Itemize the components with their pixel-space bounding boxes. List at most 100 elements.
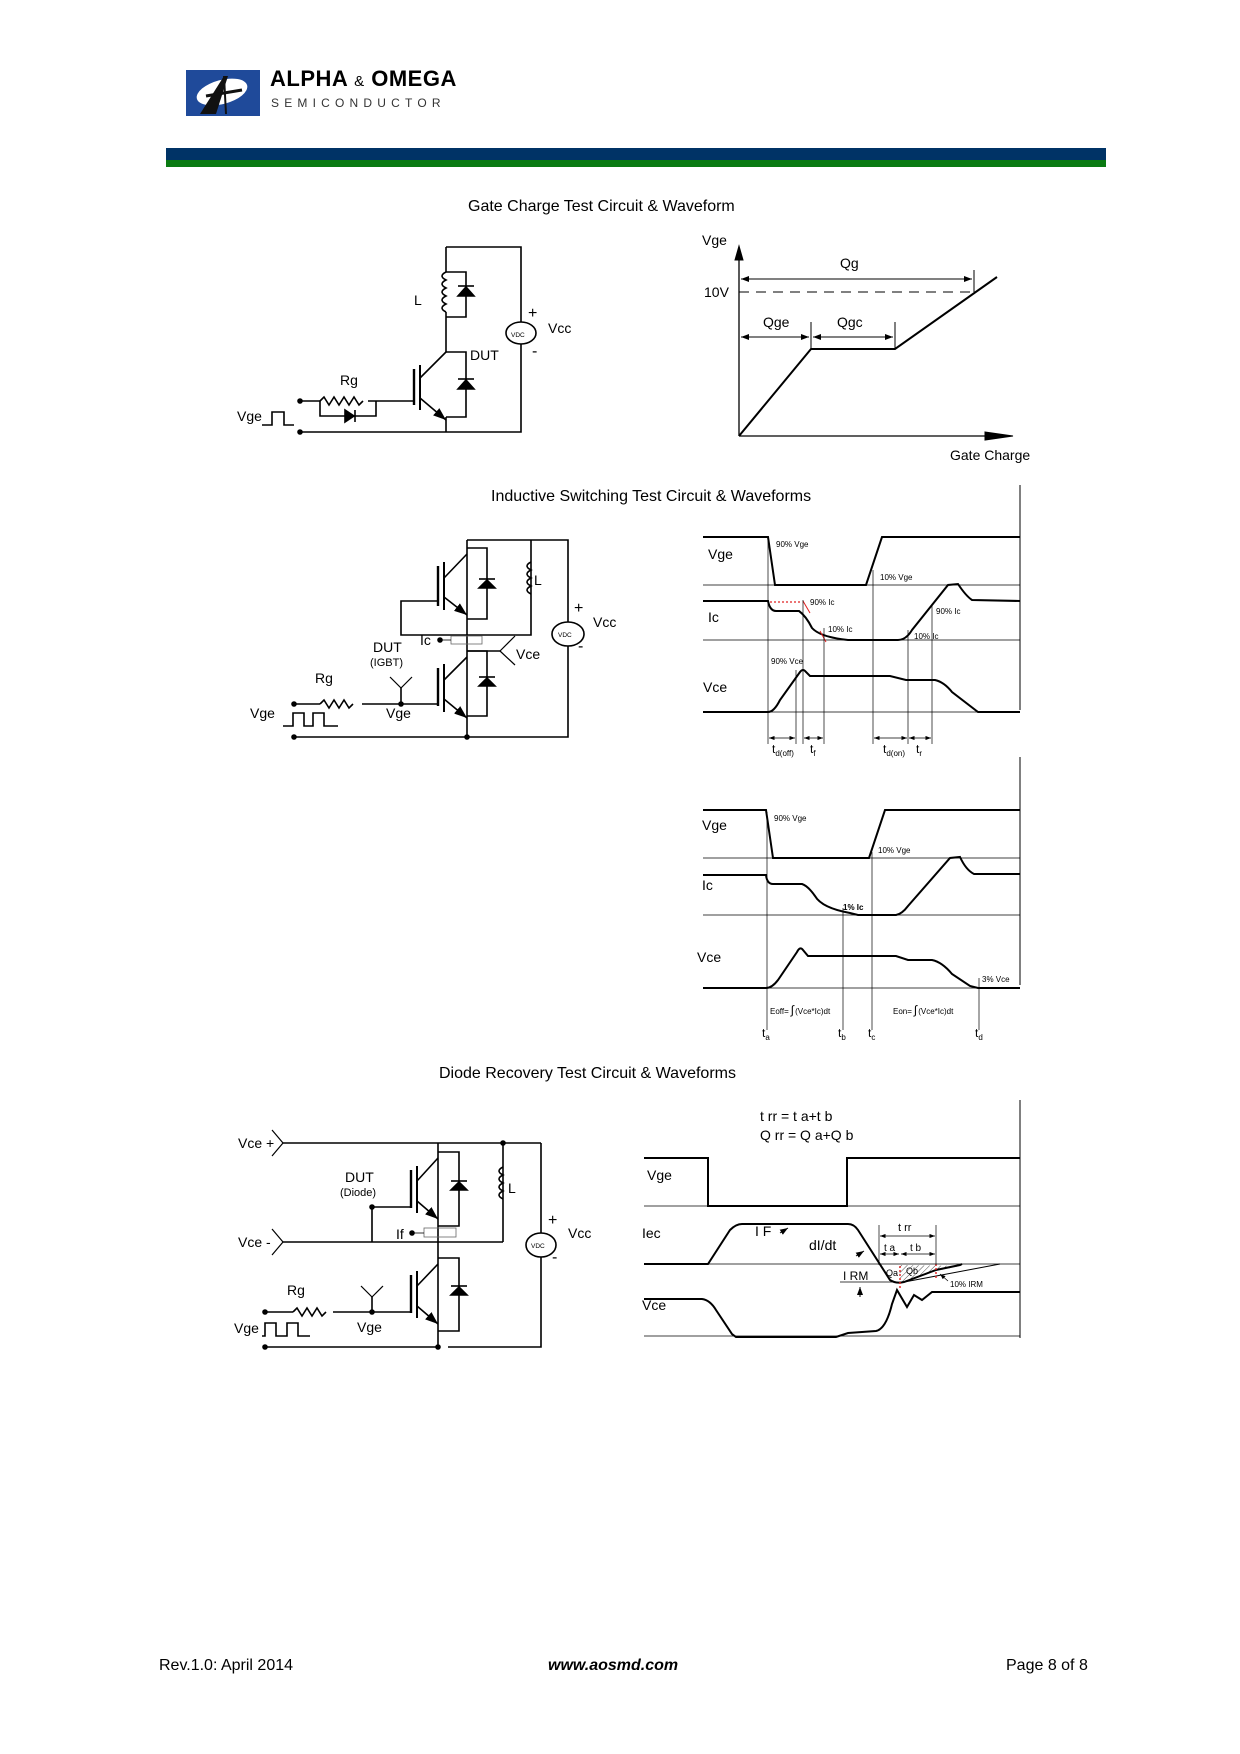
vce-minus-terminal — [271, 1228, 284, 1256]
qgc-label: Qgc — [837, 314, 863, 330]
dut-type-label: (Diode) — [340, 1187, 376, 1199]
vdc-source-icon — [505, 321, 537, 345]
vce-trace — [703, 669, 1020, 713]
plus-label: + — [548, 1212, 557, 1229]
inductor-symbol — [498, 1166, 505, 1200]
ann-3-vce: 3% Vce — [982, 975, 1010, 984]
vdc-label: VDC — [558, 632, 572, 639]
vge-source-label: Vge — [250, 705, 275, 721]
tb-label: tb — [838, 1026, 846, 1042]
td-on-label: td(on) — [883, 742, 905, 758]
rg-label: Rg — [340, 372, 358, 388]
minus-label: - — [532, 343, 537, 360]
ann-90-vge: 90% Vge — [774, 814, 807, 823]
irm-label: I RM — [843, 1269, 868, 1283]
ann-10-vge: 10% Vge — [878, 846, 911, 855]
y-axis-arrow-icon — [734, 244, 744, 261]
vcc-label: Vcc — [568, 1225, 591, 1241]
row-label-vge: Vge — [702, 817, 727, 833]
ann-10-ic-rise: 10% Ic — [914, 632, 938, 641]
level-10v-label: 10V — [704, 284, 730, 300]
vce-plus-label: Vce + — [238, 1135, 274, 1151]
qrr-hatched-area — [899, 1265, 960, 1283]
gate-charge-circuit — [262, 246, 537, 435]
brand-name: ALPHA & OMEGA — [270, 66, 457, 91]
tr-label: tr — [916, 742, 922, 758]
dut-label: DUT — [345, 1169, 374, 1185]
vcc-label: Vcc — [548, 320, 571, 336]
rg-resistor-symbol — [319, 698, 354, 710]
inductor-symbol — [441, 271, 448, 313]
ic-trace — [703, 582, 1021, 641]
ann-90-ic-fall: 90% Ic — [810, 598, 834, 607]
switching-timing-waveform — [703, 485, 1021, 744]
vge-label: Vge — [237, 408, 262, 424]
switching-energy-waveform — [703, 757, 1021, 1030]
rg-label: Rg — [287, 1282, 305, 1298]
row-label-vge: Vge — [647, 1167, 672, 1183]
vce-trace — [703, 947, 1020, 989]
row-label-vce: Vce — [703, 679, 727, 695]
if-label: I F — [755, 1223, 771, 1239]
row-label-iec: Iec — [642, 1225, 661, 1241]
vce-trace — [644, 1287, 1020, 1338]
lower-diode-icon — [449, 1285, 469, 1296]
vge-pulse-train-icon — [262, 1322, 310, 1337]
x-axis-arrow-icon — [984, 431, 1014, 441]
inductive-circuit — [283, 539, 585, 740]
ann-10-vge: 10% Vge — [880, 573, 913, 582]
logo-emblem-icon — [196, 75, 248, 115]
if-probe-label: If — [396, 1226, 404, 1242]
row-label-vce: Vce — [697, 949, 721, 965]
ic-trace — [703, 855, 1020, 916]
tf-label: tf — [810, 742, 816, 758]
footer-page-number: Page 8 of 8 — [1006, 1657, 1088, 1674]
qge-label: Qge — [763, 314, 790, 330]
plus-label: + — [528, 305, 537, 322]
gate-diode-icon — [344, 408, 356, 424]
header-band-blue — [166, 148, 1106, 160]
tb-label: t b — [910, 1243, 922, 1254]
qrr-equation: Q rr = Q a+Q b — [760, 1127, 854, 1143]
footer-website-link[interactable]: www.aosmd.com — [548, 1657, 679, 1674]
header-band-green — [166, 160, 1106, 167]
vge-probe-label: Vge — [357, 1319, 382, 1335]
trr-equation: t rr = t a+t b — [760, 1108, 833, 1124]
dut-label: DUT — [373, 639, 402, 655]
row-label-ic: Ic — [702, 877, 713, 893]
vge-pulse-train-icon — [283, 712, 338, 727]
inductor-label: L — [414, 292, 422, 308]
vge-trace — [703, 536, 1020, 586]
inductor-label: L — [508, 1180, 516, 1196]
rg-resistor-symbol — [319, 395, 364, 407]
vge-curve — [738, 276, 998, 437]
gate-charge-waveform — [734, 244, 1014, 441]
minus-label: - — [578, 638, 583, 655]
ann-90-vce: 90% Vce — [771, 657, 804, 666]
tc-label: tc — [868, 1026, 875, 1042]
dut-diode-icon — [456, 378, 476, 390]
dut-label: DUT — [470, 347, 499, 363]
x-axis-label: Gate Charge — [950, 447, 1030, 463]
dut-type-label: (IGBT) — [370, 657, 403, 669]
vge-probe-label: Vge — [386, 705, 411, 721]
ann-90-ic-rise: 90% Ic — [936, 607, 960, 616]
qb-label: Qb — [906, 1266, 918, 1276]
vdc-source-icon — [551, 621, 585, 647]
ann-10-irm: 10% IRM — [950, 1280, 983, 1289]
ta-label: t a — [884, 1243, 896, 1254]
trr-label: t rr — [898, 1222, 912, 1234]
y-axis-label: Vge — [702, 232, 727, 248]
diode-recovery-waveform — [644, 1100, 1021, 1338]
inductive-switching-title: Inductive Switching Test Circuit & Wavef… — [491, 488, 812, 505]
diode-recovery-title: Diode Recovery Test Circuit & Waveforms — [439, 1065, 736, 1082]
dut-diode-icon — [449, 1180, 469, 1191]
inductor-symbol — [526, 561, 533, 595]
ic-probe-label: Ic — [420, 632, 431, 648]
vge-source-label: Vge — [234, 1320, 259, 1336]
plus-label: + — [574, 600, 583, 617]
row-label-ic: Ic — [708, 609, 719, 625]
gate-charge-title: Gate Charge Test Circuit & Waveform — [468, 198, 735, 215]
rg-label: Rg — [315, 670, 333, 686]
